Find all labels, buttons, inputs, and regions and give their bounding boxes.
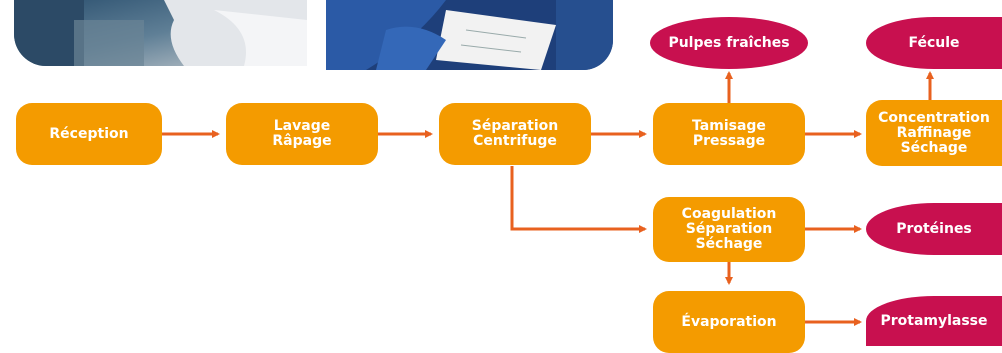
step-separation-label: Séparation bbox=[471, 118, 559, 134]
step-pressage-label: Pressage bbox=[692, 133, 766, 149]
step-lavage-label: Lavage bbox=[273, 118, 331, 134]
step-tamisage-pressage: Tamisage Pressage bbox=[653, 103, 805, 165]
step-evaporation-label: Évaporation bbox=[681, 313, 777, 330]
step-concentration-label: Concentration bbox=[878, 109, 990, 126]
product-fecule-label: Fécule bbox=[908, 35, 960, 51]
step-concentration-raffinage-sechage: Concentration Raffinage Séchage bbox=[866, 100, 1002, 166]
step-tamisage-label: Tamisage bbox=[692, 118, 766, 134]
product-pulpes-label: Pulpes fraîches bbox=[668, 35, 790, 51]
step-separation-centrifuge: Séparation Centrifuge bbox=[439, 103, 591, 165]
step-coagulation-label: Coagulation bbox=[681, 206, 777, 222]
step-evaporation: Évaporation bbox=[653, 291, 805, 353]
product-fecule: Fécule bbox=[866, 17, 1002, 69]
step-rapage-label: Râpage bbox=[272, 133, 332, 149]
lab-photo-left bbox=[14, 0, 307, 66]
step-reception: Réception bbox=[16, 103, 162, 165]
arrow-separation-coagulation bbox=[510, 166, 647, 233]
product-protamylasse-label: Protamylasse bbox=[880, 313, 988, 329]
step-coag-sechage-label: Séchage bbox=[695, 236, 763, 252]
step-raffinage-label: Raffinage bbox=[896, 124, 972, 141]
step-sechage-label: Séchage bbox=[900, 139, 968, 156]
lab-photo-right bbox=[326, 0, 613, 70]
step-reception-label: Réception bbox=[49, 125, 129, 142]
product-proteines-label: Protéines bbox=[896, 221, 972, 237]
step-coagulation-separation-sechage: Coagulation Séparation Séchage bbox=[653, 197, 805, 262]
product-protamylasse: Protamylasse bbox=[866, 296, 1002, 346]
product-pulpes-fraiches: Pulpes fraîches bbox=[650, 17, 808, 69]
step-centrifuge-label: Centrifuge bbox=[473, 133, 557, 149]
product-proteines: Protéines bbox=[866, 203, 1002, 255]
step-lavage-rapage: Lavage Râpage bbox=[226, 103, 378, 165]
step-coag-separation-label: Séparation bbox=[685, 221, 773, 237]
